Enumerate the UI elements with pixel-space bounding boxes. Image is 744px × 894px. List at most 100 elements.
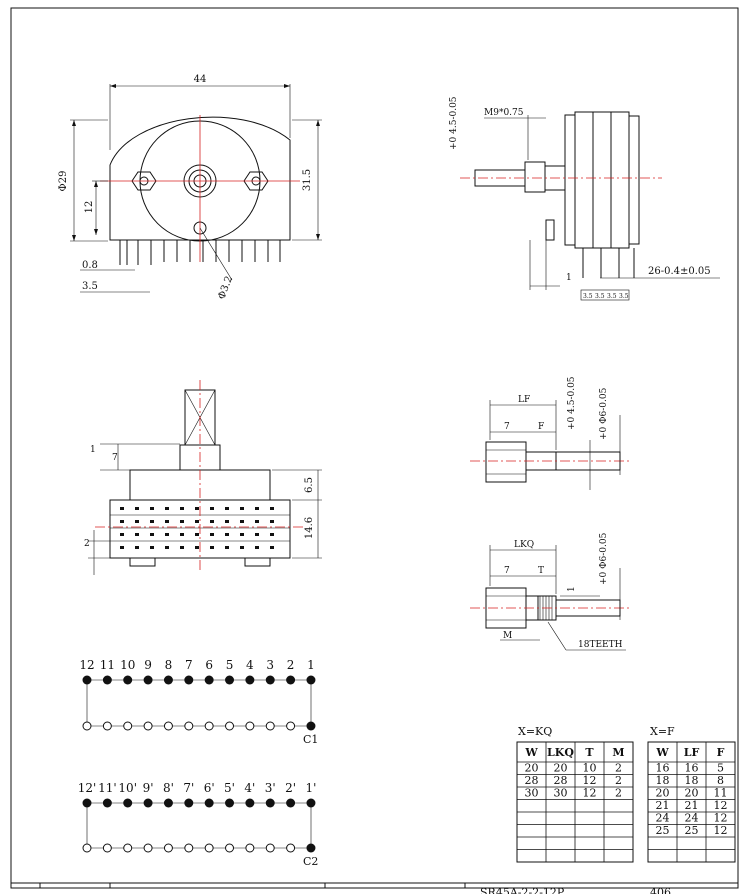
table-cell: 12: [583, 787, 597, 800]
open-terminal: [163, 721, 173, 731]
terminal-number: 5: [226, 658, 234, 672]
table-cell: 30: [525, 787, 539, 800]
lkq-label: LKQ: [514, 540, 534, 550]
table-cell: 18: [685, 774, 699, 787]
terminal-dot: [225, 675, 235, 685]
dim-2-rear: 2: [84, 539, 90, 549]
terminal-number: 12': [78, 781, 97, 795]
tol-text: +0 4.5-0.05: [567, 376, 577, 430]
open-terminal: [204, 721, 214, 731]
common-terminal: [306, 843, 316, 853]
table-cell: 20: [656, 787, 670, 800]
terminal-dot: [204, 798, 214, 808]
table-cell: 20: [554, 762, 568, 775]
terminal-dot: [184, 798, 194, 808]
circuit-diagram-2: 12'11'10'9'8'7'6'5'4'3'2'1' C2: [78, 781, 319, 868]
terminal-dot: [143, 798, 153, 808]
terminal-dot: [123, 798, 133, 808]
table-caption: X=KQ: [518, 725, 552, 738]
dim-7-rear: 7: [112, 453, 118, 463]
tol-4-5-f: +0 4.5-0.05: [567, 376, 577, 430]
pitch-label: 3.5: [619, 293, 629, 300]
table-cell: 12: [714, 824, 728, 837]
tol-text: +0 4.5-0.05: [449, 96, 459, 150]
dim-hole: Φ3.2: [216, 275, 235, 301]
open-terminal: [286, 721, 296, 731]
terminal-number: 3': [265, 781, 276, 795]
table-cell: 20: [685, 787, 699, 800]
terminal-dot: [184, 675, 194, 685]
terminal-dot: [286, 798, 296, 808]
open-terminal: [123, 843, 133, 853]
pitch-label: 3.5: [595, 293, 605, 300]
table-cell: 24: [685, 812, 699, 825]
terminal-number: 12: [79, 658, 94, 672]
common-label: C2: [303, 855, 318, 868]
pin-pitch-labels: 3.5 3.5 3.5 3.5: [580, 289, 630, 301]
table-cell: 21: [656, 799, 670, 812]
tol-6-kq: +0 Φ6-0.05: [599, 532, 609, 585]
table-cell: 28: [554, 774, 568, 787]
table-cell: 10: [583, 762, 597, 775]
table-cell: 30: [554, 787, 568, 800]
open-terminal: [286, 843, 296, 853]
dim-6-5: 6.5: [304, 477, 315, 493]
table-cell: 12: [583, 774, 597, 787]
open-terminals: [82, 843, 316, 853]
teeth-label: 18TEETH: [578, 640, 623, 650]
dim-3-5: 3.5: [82, 281, 98, 292]
terminal-number: 10: [120, 658, 135, 672]
terminal-number: 2: [287, 658, 295, 672]
t-label: T: [538, 566, 544, 576]
terminal-dots: [82, 675, 316, 685]
open-terminals: [82, 721, 316, 731]
open-terminal: [225, 721, 235, 731]
dim-1-rear: 1: [90, 445, 96, 455]
table-header: M: [612, 746, 624, 759]
common-label: C1: [303, 733, 318, 746]
terminal-number: 6: [205, 658, 213, 672]
terminal-dot: [286, 675, 296, 685]
open-terminal: [184, 721, 194, 731]
terminal-number: 4': [244, 781, 255, 795]
terminal-dot: [265, 675, 275, 685]
open-terminal: [225, 843, 235, 853]
dim-0-8: 0.8: [82, 260, 98, 271]
table-cell: 16: [685, 762, 699, 775]
table-header: LF: [684, 746, 700, 759]
open-terminal: [143, 721, 153, 731]
tol-text: +0 Φ6-0.05: [599, 387, 609, 440]
table-header: T: [585, 746, 594, 759]
table-border: [647, 741, 736, 863]
table-cell: 11: [714, 787, 728, 800]
table-cell: 2: [615, 774, 622, 787]
open-terminal: [102, 843, 112, 853]
terminal-number: 8': [163, 781, 174, 795]
terminal-dot: [163, 675, 173, 685]
open-terminal: [102, 721, 112, 731]
rear-view: 7 1 6.5 14.6 2: [84, 380, 322, 575]
dim-height: 31.5: [302, 169, 313, 191]
open-terminal: [82, 843, 92, 853]
shaft-f-view: LF 7 F +0 4.5-0.05 +0 Φ6-0.05: [470, 376, 630, 490]
contact-tabs: [120, 507, 274, 549]
open-terminal: [82, 721, 92, 731]
dim-1-kq: 1: [567, 586, 577, 592]
terminal-dot: [245, 798, 255, 808]
tol-text: +0 Φ6-0.05: [599, 532, 609, 585]
dim-7-f: 7: [504, 422, 510, 432]
terminal-dot: [245, 675, 255, 685]
open-terminal: [163, 843, 173, 853]
dim-26: 26-0.4±0.05: [648, 266, 711, 277]
table-cell: 18: [656, 774, 670, 787]
pitch-label: 3.5: [607, 293, 617, 300]
pitch-label: 3.5: [583, 293, 593, 300]
dim-7-kq: 7: [504, 566, 510, 576]
dim-1-side: 1: [566, 273, 572, 283]
table-cell: 12: [714, 799, 728, 812]
open-terminal: [265, 843, 275, 853]
